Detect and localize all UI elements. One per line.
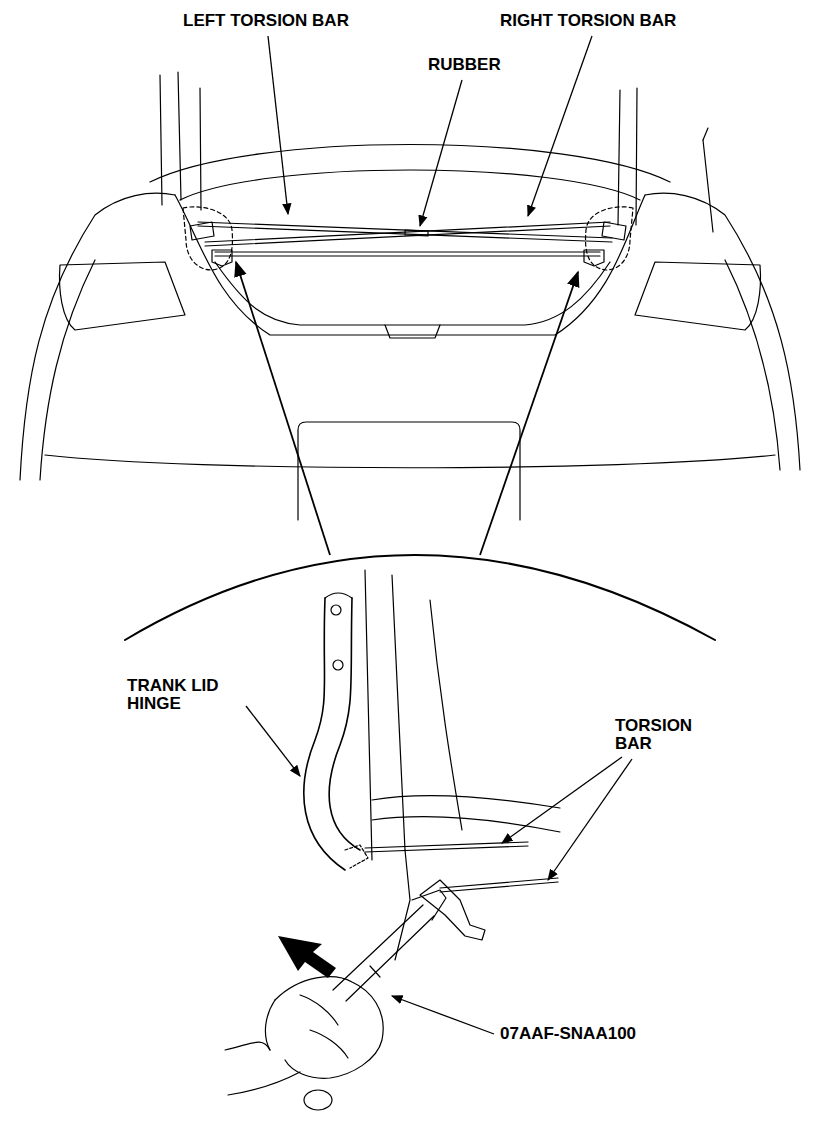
part-label: RUBBER	[428, 56, 518, 74]
part-label: LEFT TORSION BAR	[183, 12, 383, 30]
part-label: 07AAF-SNAA100	[500, 1025, 700, 1043]
part-label: TORSION BAR	[615, 717, 715, 753]
part-label: RIGHT TORSION BAR	[500, 12, 715, 30]
part-label: TRANK LID HINGE	[127, 677, 245, 713]
